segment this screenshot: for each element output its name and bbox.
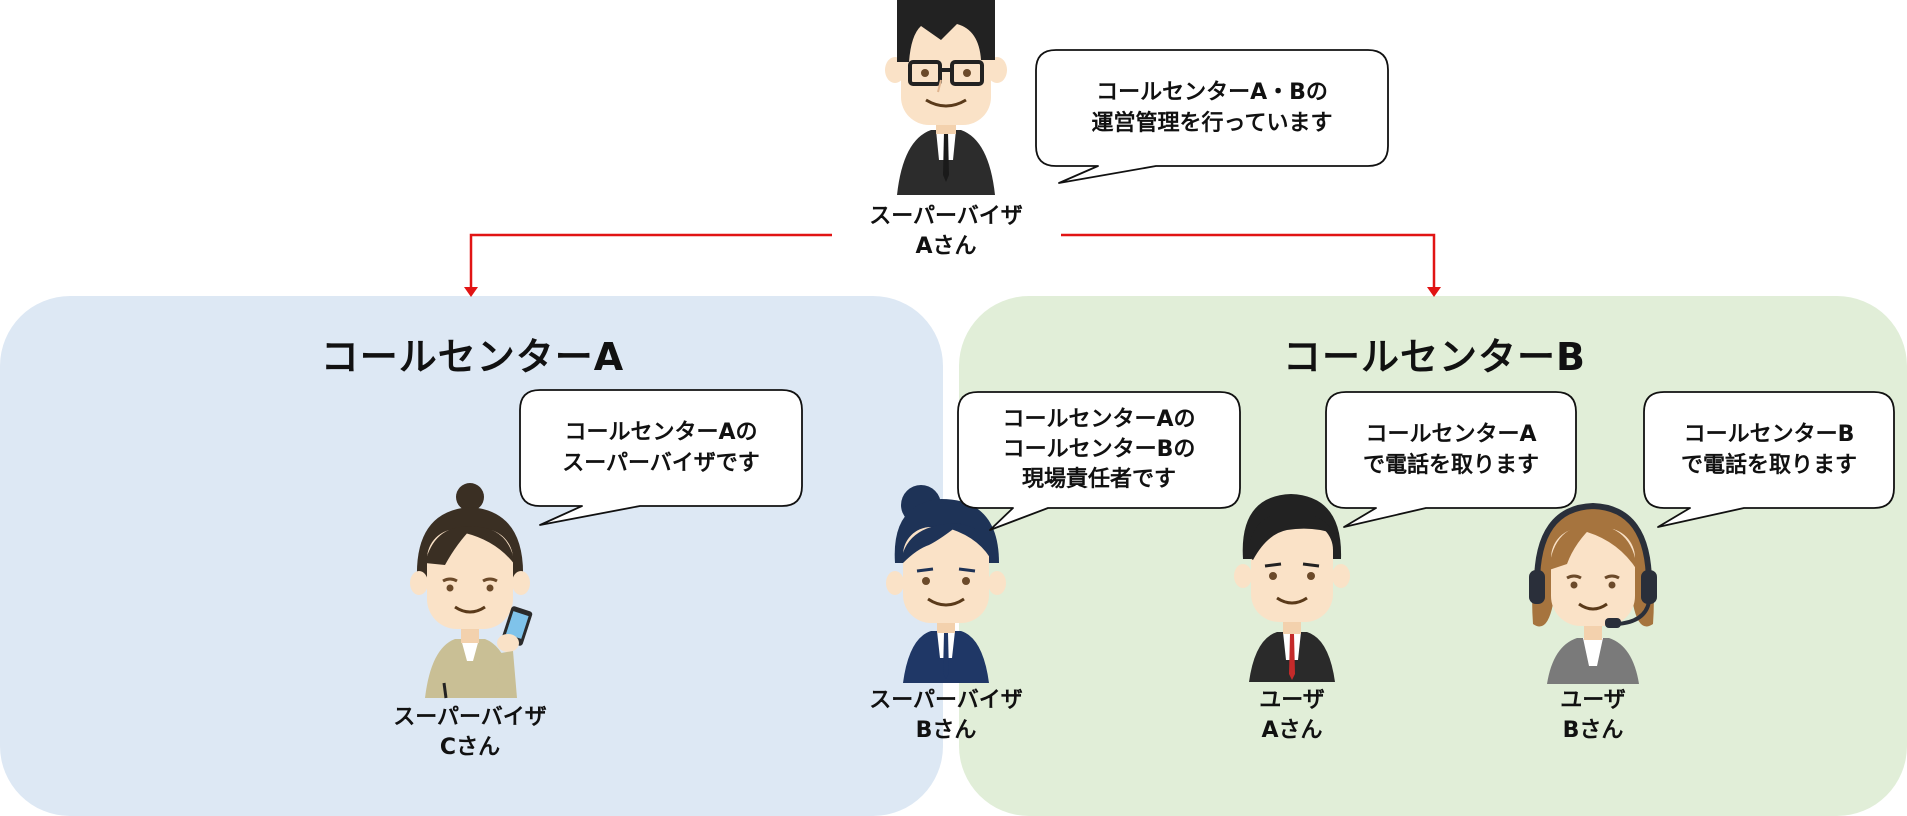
speech-bubble-sv-c: コールセンターAの スーパーバイザです (562, 420, 760, 476)
man-blue-hair-icon (886, 485, 1006, 683)
speech-bubble-sv-b-shape (957, 391, 1241, 531)
arrowhead-a (464, 287, 478, 297)
speech-bubble-sv-c-shape (519, 389, 803, 526)
supervisor-a-label: スーパーバイザ Aさん (869, 204, 1023, 259)
man-red-tie-icon (1234, 494, 1350, 682)
supervisor-c-label: スーパーバイザ Cさん (393, 705, 547, 760)
user-a-label: ユーザ Aさん (1259, 688, 1325, 743)
speech-bubble-user-b-shape (1643, 391, 1895, 528)
speech-bubble-sv-b: コールセンターAの コールセンターBの 現場責任者です (1002, 407, 1196, 492)
call-center-b-region (959, 296, 1907, 816)
user-b-label: ユーザ Bさん (1560, 688, 1626, 743)
arrowhead-b (1427, 287, 1441, 297)
arrow-to-center-a (469, 233, 832, 290)
call-center-a-title: コールセンターA (320, 335, 625, 379)
woman-phone-icon (410, 483, 533, 699)
speech-bubble-sv-a: コールセンターA・Bの 運営管理を行っています (1091, 80, 1333, 136)
supervisor-b-label: スーパーバイザ Bさん (869, 688, 1023, 743)
speech-bubble-user-a: コールセンターA で電話を取ります (1362, 422, 1539, 478)
arrow-to-center-b (1061, 233, 1436, 290)
manager-glasses-icon (885, 0, 1007, 195)
speech-bubble-sv-a-shape (1035, 49, 1389, 184)
call-center-b-title: コールセンターB (1283, 335, 1586, 379)
speech-bubble-user-b: コールセンターB で電話を取ります (1680, 422, 1857, 478)
woman-headset-icon (1529, 502, 1657, 684)
speech-bubble-user-a-shape (1325, 391, 1577, 528)
